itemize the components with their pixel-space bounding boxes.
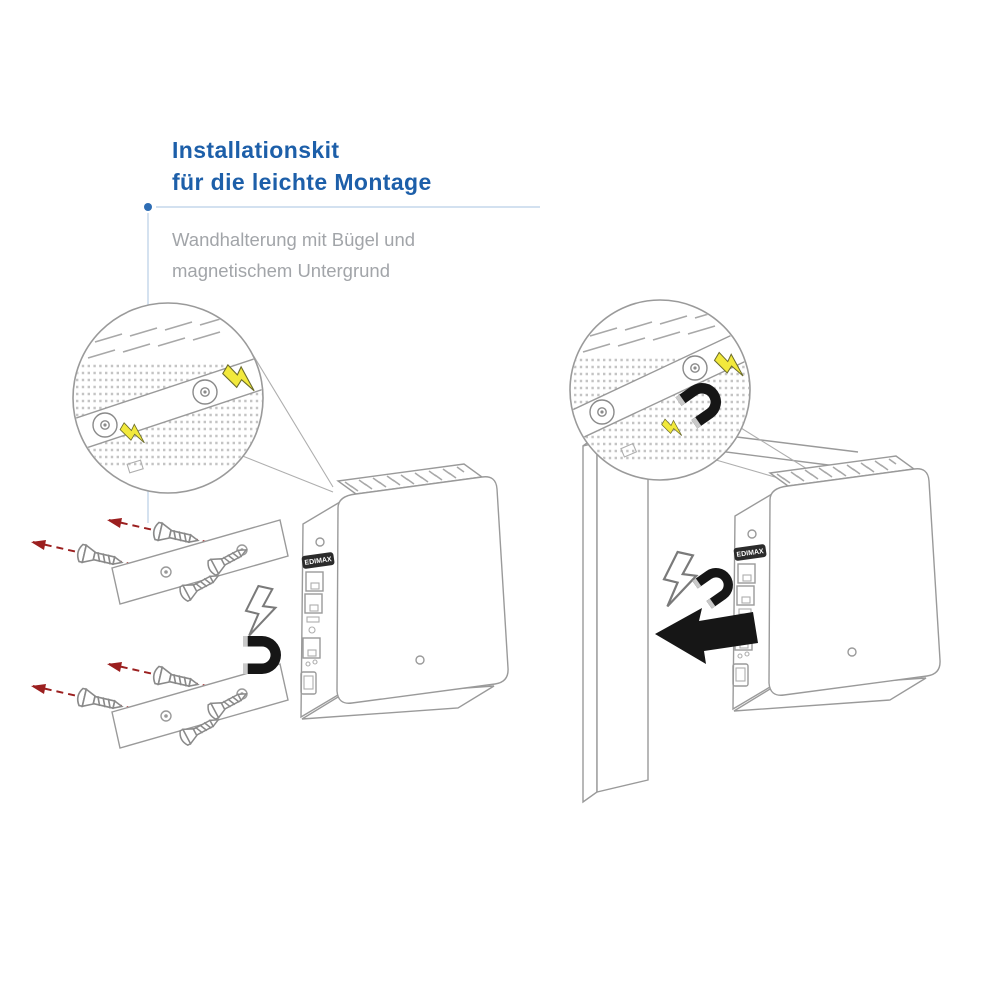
mounting-plate-bottom	[31, 662, 289, 749]
page-title: Installationskit für die leichte Montage	[172, 134, 432, 198]
subtitle-line-2: magnetischem Untergrund	[172, 260, 390, 281]
lightning-icon	[244, 584, 277, 637]
screw-head	[589, 399, 615, 425]
right-assembly-magnetic-mounting	[569, 299, 941, 804]
subtitle-line-1: Wandhalterung mit Bügel und	[172, 229, 416, 250]
page-subtitle: Wandhalterung mit Bügel und magnetischem…	[172, 224, 415, 286]
magnifier-detail-left	[72, 302, 264, 494]
screw-head	[192, 379, 218, 405]
access-point-device	[732, 455, 941, 712]
red-arrowhead	[107, 662, 122, 672]
magnet-icon	[692, 561, 740, 609]
red-arrowhead	[107, 518, 122, 528]
wall-panel	[582, 423, 859, 804]
lightning-icon	[662, 550, 698, 608]
screw-head	[682, 355, 708, 381]
title-line-1: Installationskit	[172, 137, 340, 163]
mount-direction-arrow	[655, 608, 758, 664]
screw-head	[92, 412, 118, 438]
access-point-device	[300, 463, 509, 720]
callout-line	[239, 349, 334, 493]
mount-bracket-bar	[571, 326, 749, 455]
title-line-2: für die leichte Montage	[172, 169, 432, 195]
magnet-icon	[243, 636, 281, 674]
red-arrowhead	[31, 540, 46, 550]
red-arrowhead	[31, 684, 46, 694]
magnifier-detail-right	[569, 299, 751, 481]
mounting-plate-top	[31, 518, 289, 605]
left-assembly-screw-mounting	[31, 302, 509, 749]
vent-slots	[582, 309, 723, 353]
